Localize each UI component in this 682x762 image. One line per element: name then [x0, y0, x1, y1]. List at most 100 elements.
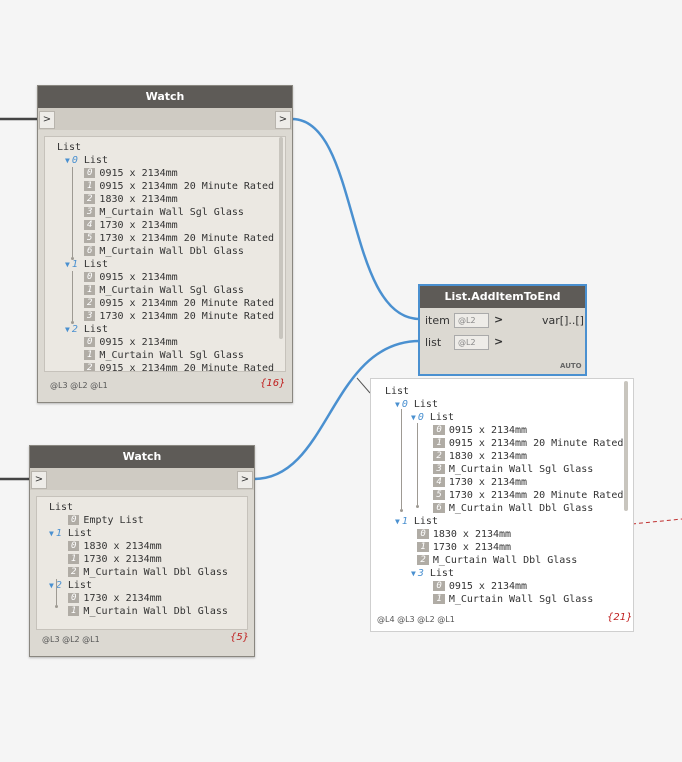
- item-value: 1730 x 2134mm: [83, 554, 162, 565]
- item-index: 1: [84, 181, 96, 191]
- tree-guide-line: [401, 409, 402, 509]
- sublist-index: 1: [55, 528, 62, 539]
- preview-scrollbar[interactable]: [624, 381, 628, 511]
- item-value: 0915 x 2134mm: [448, 425, 528, 436]
- item-index: 2: [433, 451, 445, 461]
- collapse-triangle-icon[interactable]: ▼: [65, 260, 70, 269]
- item-index: 1: [433, 594, 445, 604]
- item-value: M_Curtain Wall Sgl Glass: [99, 350, 244, 361]
- item-index: 1: [433, 438, 445, 448]
- tree-guide-dot: [400, 509, 403, 512]
- collapse-triangle-icon[interactable]: ▼: [65, 156, 70, 165]
- collapse-triangle-icon[interactable]: ▼: [411, 413, 416, 422]
- item-value: 1830 x 2134mm: [99, 194, 178, 205]
- sublist-label: List: [77, 324, 108, 335]
- watch-node-1-input-port[interactable]: >: [39, 111, 55, 129]
- watch-node-2-ports: > >: [30, 468, 254, 490]
- item-value: M_Curtain Wall Dbl Glass: [448, 503, 594, 514]
- item-index: 2: [84, 363, 96, 371]
- list-lacing-selector[interactable]: @L2: [454, 335, 489, 350]
- item-index: 0: [84, 272, 96, 282]
- item-port-chevron: >: [494, 313, 504, 326]
- item-index: 6: [84, 246, 96, 256]
- sublist-header: ▼2 List: [49, 579, 92, 592]
- preview-pointer-line: [356, 377, 371, 394]
- add-item-to-end-node[interactable]: List.AddItemToEnd item @L2 > list @L2 > …: [418, 284, 587, 376]
- add-item-to-end-title[interactable]: List.AddItemToEnd: [420, 286, 585, 308]
- item-index: 1: [68, 606, 80, 616]
- item-value: 1730 x 2134mm 20 Minute Rated: [448, 490, 624, 501]
- list-port-chevron: >: [494, 335, 504, 348]
- item-value: 0915 x 2134mm 20 Minute Rated: [99, 298, 275, 309]
- item-value: M_Curtain Wall Dbl Glass: [83, 606, 228, 617]
- watch-node-1-ports: > >: [38, 108, 292, 130]
- output-port-var[interactable]: var[]..[]: [542, 314, 584, 327]
- watch-node-1-output-port[interactable]: >: [275, 111, 291, 129]
- watch-node-1-title[interactable]: Watch: [38, 86, 292, 108]
- sublist-index: 2: [71, 324, 78, 335]
- input-port-item[interactable]: item: [425, 314, 450, 327]
- watch-node-1-scrollbar[interactable]: [279, 137, 283, 339]
- sublist-header: ▼0 List: [411, 411, 454, 424]
- sublist-header: ▼0 List: [65, 154, 108, 167]
- watch-node-2-title[interactable]: Watch: [30, 446, 254, 468]
- watch-node-2-root-label: List: [49, 502, 74, 513]
- tree-guide-dot: [416, 505, 419, 508]
- item-index: 2: [68, 567, 80, 577]
- collapse-triangle-icon[interactable]: ▼: [65, 325, 70, 334]
- item-lacing-selector[interactable]: @L2: [454, 313, 489, 328]
- item-index: 5: [433, 490, 445, 500]
- item-value: 1830 x 2134mm: [83, 541, 162, 552]
- item-value: 1730 x 2134mm: [432, 542, 512, 553]
- collapse-triangle-icon[interactable]: ▼: [411, 569, 416, 578]
- item-index: 1: [417, 542, 429, 552]
- item-value: M_Curtain Wall Dbl Glass: [99, 246, 244, 257]
- watch-node-2-output-port[interactable]: >: [237, 471, 253, 489]
- item-index: 1: [68, 554, 80, 564]
- watch-node-1-levels: @L3 @L2 @L1: [50, 381, 108, 390]
- collapse-triangle-icon[interactable]: ▼: [395, 517, 400, 526]
- item-index: 4: [433, 477, 445, 487]
- item-index: 1: [84, 350, 96, 360]
- item-value: Empty List: [83, 515, 144, 526]
- wire-output-dashed: [631, 518, 682, 525]
- sublist-label: List: [77, 155, 108, 166]
- preview-levels: @L4 @L3 @L2 @L1: [377, 615, 455, 624]
- watch-node-1-root-label: List: [57, 142, 82, 153]
- item-index: 5: [84, 233, 96, 243]
- collapse-triangle-icon[interactable]: ▼: [49, 581, 54, 590]
- watch-node-2-input-port[interactable]: >: [31, 471, 47, 489]
- sublist-header: ▼1 List: [395, 515, 438, 528]
- collapse-triangle-icon[interactable]: ▼: [49, 529, 54, 538]
- item-value: 0915 x 2134mm 20 Minute Rated: [99, 181, 275, 192]
- tree-guide-dot: [71, 321, 74, 324]
- sublist-header: ▼3 List: [411, 567, 454, 580]
- input-port-list[interactable]: list: [425, 336, 442, 349]
- item-value: 1730 x 2134mm 20 Minute Rated: [99, 311, 275, 322]
- collapse-triangle-icon[interactable]: ▼: [395, 400, 400, 409]
